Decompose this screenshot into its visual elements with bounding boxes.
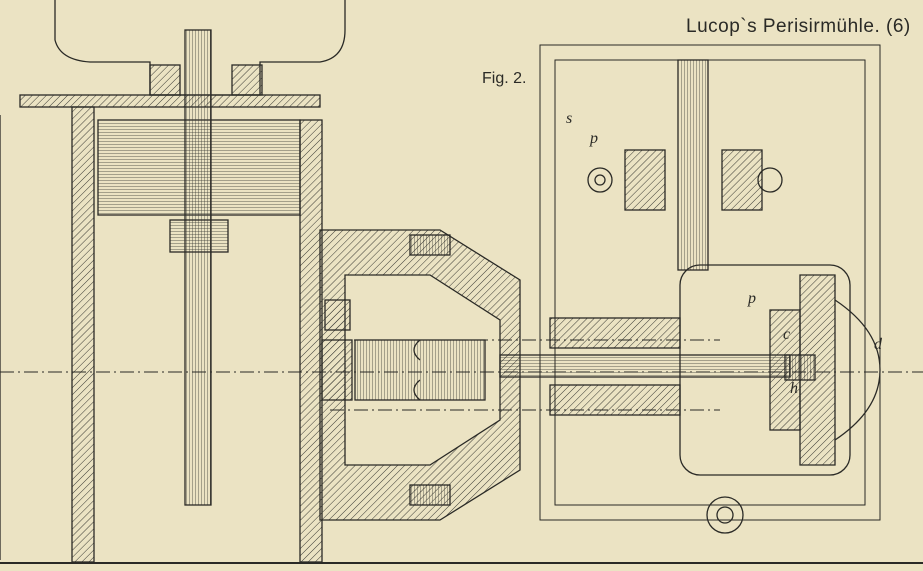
label-s: s	[566, 110, 573, 127]
inner-wall	[299, 119, 323, 563]
plate-title: Lucop`s Perisirmühle. (6)	[686, 16, 911, 37]
shaft-s	[677, 59, 709, 271]
label-p-mid: p	[748, 290, 756, 307]
label-p-top: p	[590, 130, 598, 147]
nut	[169, 219, 229, 253]
horizontal-shaft	[499, 354, 791, 378]
vertical-shaft	[184, 29, 212, 506]
figure-label: Fig. 2.	[482, 70, 527, 87]
right-housing	[539, 44, 881, 521]
left-wall	[71, 106, 95, 563]
label-c: c	[783, 326, 791, 343]
label-h: h	[790, 380, 798, 397]
label-d: d	[874, 336, 882, 353]
